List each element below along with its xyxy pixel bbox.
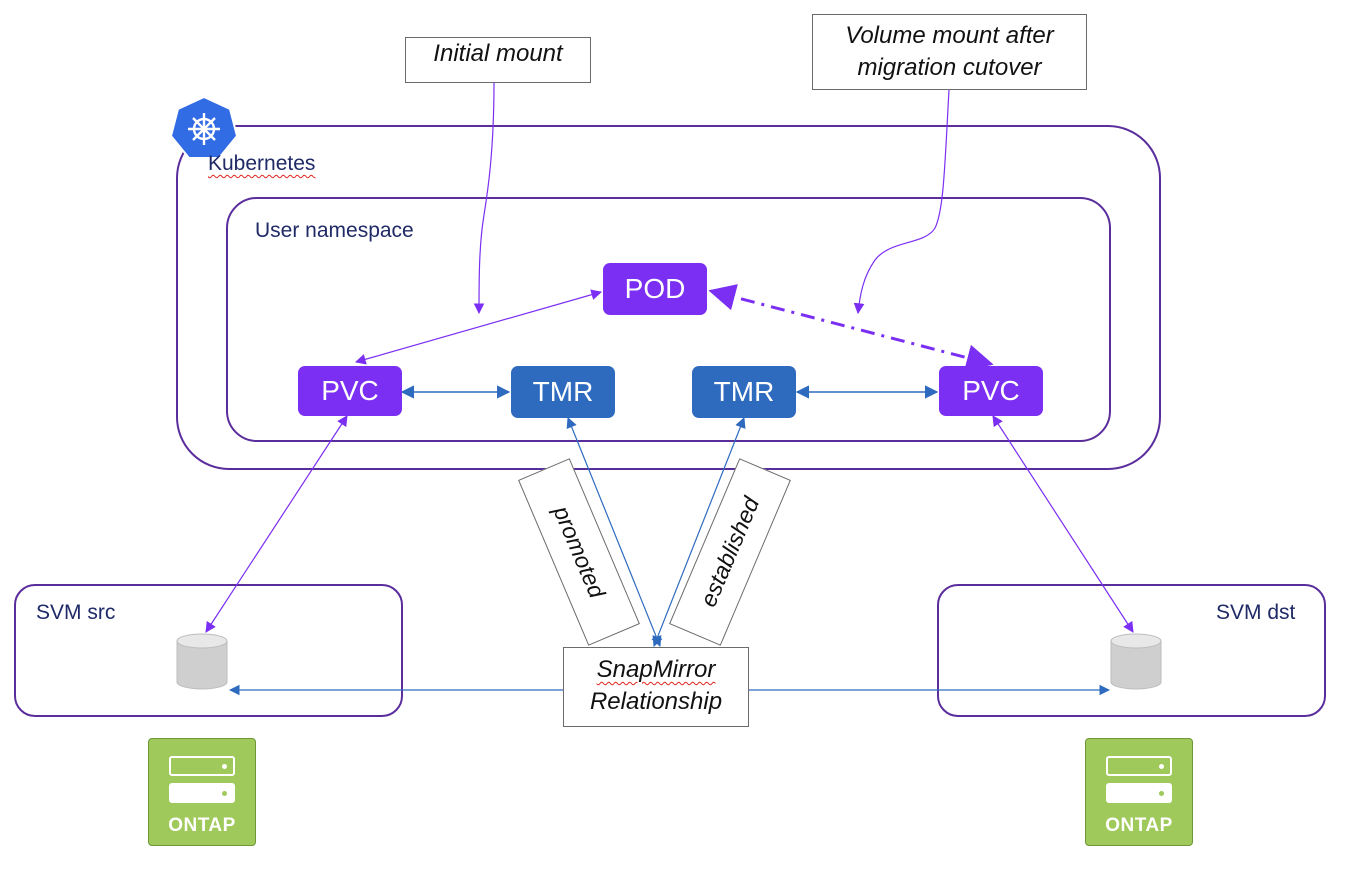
pvc-left-to-src-volume-link (205, 415, 348, 633)
tmr-left-to-snapmirror-link (566, 416, 662, 648)
snapmirror-text-line2: Relationship (589, 688, 723, 715)
user-namespace-text: User namespace (255, 219, 414, 242)
snapmirror-text-line1: SnapMirror (596, 656, 716, 683)
initial-mount-callout: Initial mount (405, 37, 591, 83)
ontap-src-text: ONTAP (168, 815, 236, 836)
snapmirror-relationship-box: SnapMirror Relationship (563, 647, 749, 727)
initial-mount-text: Initial mount (433, 40, 563, 67)
pod-to-pvc-right-dashed-link (708, 284, 994, 371)
cutover-mount-arrow (853, 89, 950, 315)
kubernetes-logo (169, 95, 239, 159)
pod-to-pvc-left-link (354, 289, 603, 365)
pvc-right-to-dst-volume-link (992, 415, 1134, 633)
svm-dst-label: SVM dst (1216, 601, 1296, 624)
cutover-text-line2: migration cutover (857, 54, 1042, 81)
cutover-callout: Volume mount after migration cutover (812, 14, 1087, 90)
pvc-left-node[interactable]: PVC (298, 366, 402, 416)
cutover-text-line1: Volume mount after (845, 22, 1054, 49)
pvc-right-node[interactable]: PVC (939, 366, 1043, 416)
kubernetes-label: Kubernetes (208, 152, 316, 175)
tmr-right-to-snapmirror-link (652, 416, 746, 648)
user-namespace-label: User namespace (255, 219, 414, 243)
svm-src-label: SVM src (36, 601, 116, 624)
ontap-dst-logo: ONTAP (1085, 738, 1193, 846)
initial-mount-arrow (473, 81, 495, 315)
ontap-dst-text: ONTAP (1105, 815, 1173, 836)
tmr-left-node[interactable]: TMR (511, 366, 615, 418)
pod-node[interactable]: POD (603, 263, 707, 315)
tmr-right-node[interactable]: TMR (692, 366, 796, 418)
dst-volume-cylinder-icon (1110, 633, 1162, 690)
ontap-src-logo: ONTAP (148, 738, 256, 846)
src-volume-cylinder-icon (176, 633, 228, 690)
